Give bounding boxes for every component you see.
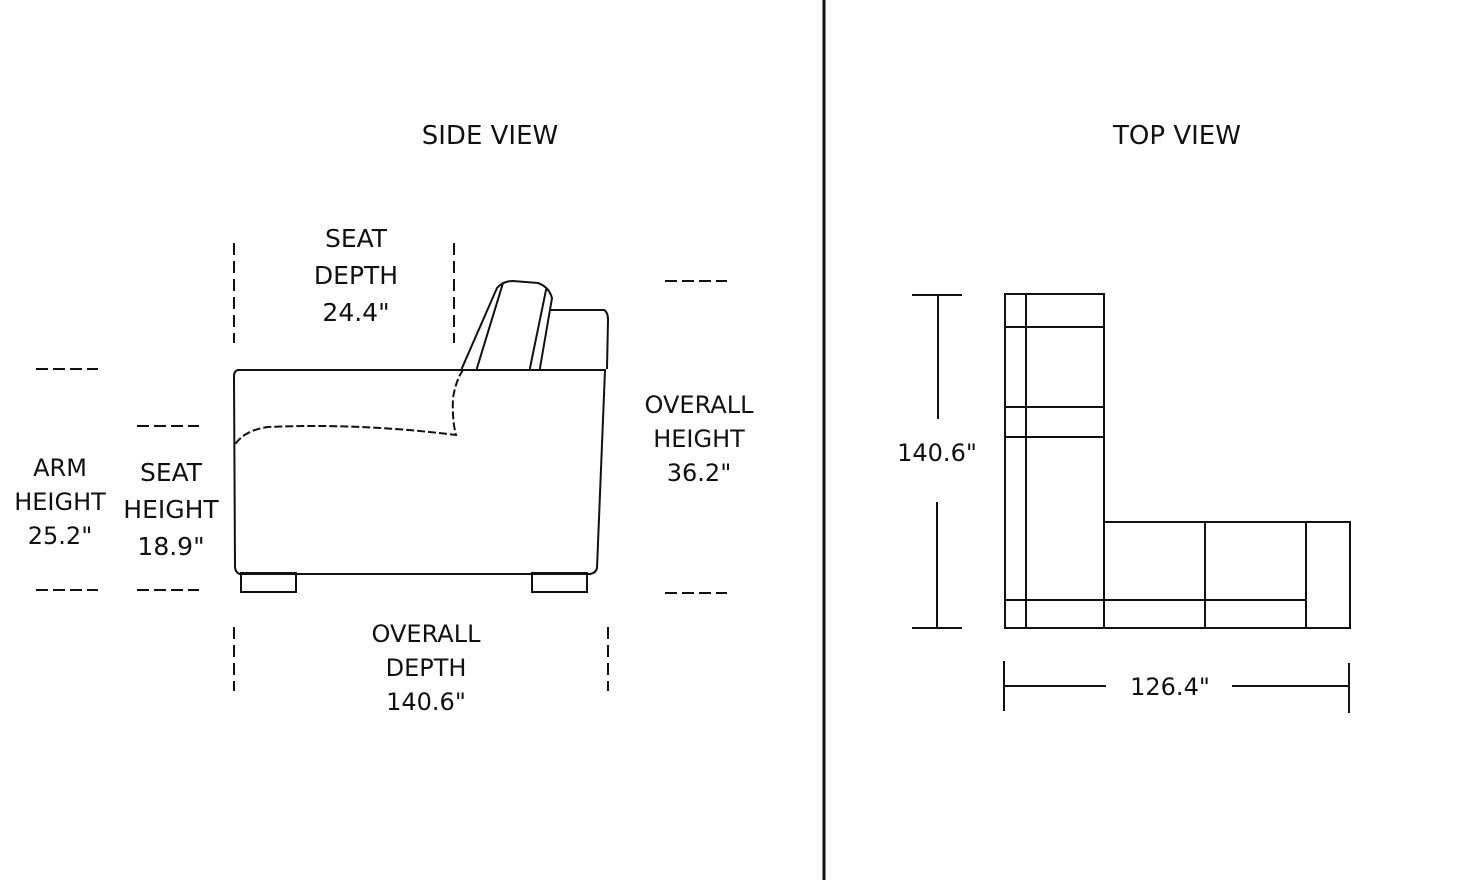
overall-depth-line1: OVERALL	[371, 620, 481, 648]
sectional-outline	[1004, 293, 1351, 629]
top-view-title: TOP VIEW	[1113, 121, 1241, 151]
seat-height-label: SEAT HEIGHT 18.9"	[123, 454, 218, 565]
back-frame	[550, 309, 610, 370]
seat-depth-line2: DEPTH	[313, 261, 399, 290]
overall-depth-line2: DEPTH	[385, 654, 467, 682]
back-cushion-seam	[475, 281, 505, 370]
sofa-body-outline	[232, 369, 607, 575]
seat-depth-value: 24.4"	[322, 298, 390, 327]
sofa-leg-front	[240, 572, 297, 593]
overall-depth-value: 140.6"	[386, 688, 466, 716]
seat-height-line1: SEAT	[139, 458, 203, 487]
arm-height-label: ARM HEIGHT 25.2"	[14, 451, 106, 553]
seat-depth-label: SEAT DEPTH 24.4"	[314, 220, 398, 331]
seat-height-value: 18.9"	[137, 532, 205, 561]
top-view-width-value: 126.4"	[1130, 673, 1210, 701]
side-view-title: SIDE VIEW	[421, 121, 559, 151]
sofa-leg-back	[531, 572, 588, 593]
back-cushion	[460, 279, 554, 370]
overall-height-line1: OVERALL	[644, 391, 754, 419]
seat-cushion-hidden	[234, 368, 465, 445]
overall-height-label: OVERALL HEIGHT 36.2"	[645, 388, 754, 490]
arm-height-line1: ARM	[33, 454, 87, 482]
back-cushion-seam-2	[528, 288, 548, 370]
arm-height-line2: HEIGHT	[14, 488, 106, 516]
sectional-top-drawing	[1004, 293, 1351, 629]
arm-height-value: 25.2"	[27, 522, 93, 550]
overall-height-line2: HEIGHT	[653, 425, 745, 453]
seat-depth-line1: SEAT	[324, 224, 388, 253]
top-view-depth-value: 140.6"	[897, 439, 977, 467]
overall-depth-label: OVERALL DEPTH 140.6"	[372, 617, 481, 719]
seat-height-line2: HEIGHT	[123, 495, 219, 524]
overall-height-value: 36.2"	[666, 459, 732, 487]
sofa-side-drawing	[232, 279, 610, 593]
